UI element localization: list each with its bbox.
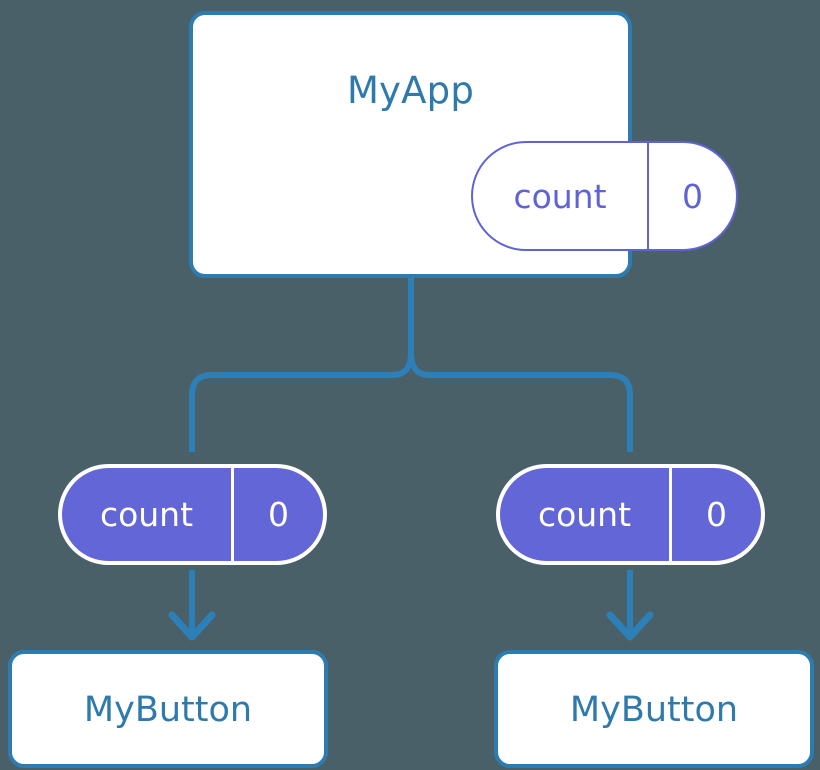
component-title-myapp: MyApp bbox=[346, 69, 475, 112]
component-card-mybutton-left[interactable]: MyButton bbox=[8, 650, 328, 768]
state-pill-value: 0 bbox=[682, 176, 703, 216]
state-pill-key: count bbox=[500, 468, 672, 561]
state-pill-value: 0 bbox=[268, 495, 289, 534]
component-card-mybutton-right[interactable]: MyButton bbox=[494, 650, 814, 768]
state-pill-key: count bbox=[62, 468, 234, 561]
arrowhead-left-icon bbox=[168, 611, 216, 641]
component-title-mybutton: MyButton bbox=[83, 690, 253, 730]
component-card-myapp[interactable]: MyApp count 0 bbox=[189, 11, 738, 278]
state-pill-key: count bbox=[473, 143, 649, 249]
state-pill-branch-right[interactable]: count 0 bbox=[496, 464, 765, 565]
state-pill-root[interactable]: count 0 bbox=[471, 141, 738, 251]
state-pill-value: 0 bbox=[706, 495, 727, 534]
fork-wire-right bbox=[408, 351, 633, 452]
component-title-mybutton: MyButton bbox=[569, 690, 739, 730]
state-pill-branch-left[interactable]: count 0 bbox=[58, 464, 327, 565]
fork-wire bbox=[189, 351, 414, 452]
arrowhead-right-icon bbox=[606, 611, 654, 641]
